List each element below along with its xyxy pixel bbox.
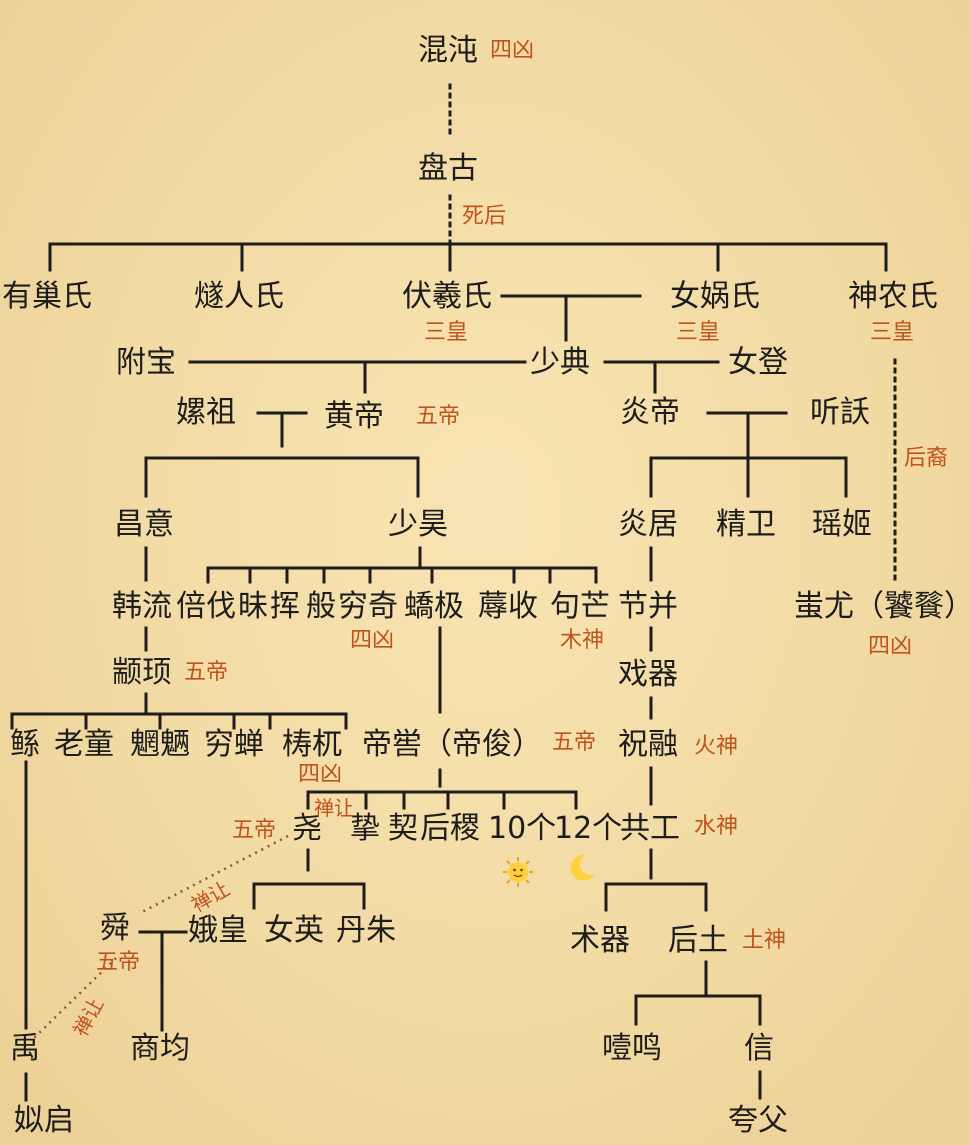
annotation-sanhuang-nuwa: 三皇	[676, 320, 721, 345]
annotation-wudi-huangdi: 五帝	[416, 404, 461, 429]
annotation-sanhuang-fuxi: 三皇	[424, 320, 469, 345]
node-qiongqi: 穷奇	[338, 589, 398, 624]
node-hui: 挥	[270, 589, 300, 624]
node-xin: 信	[744, 1031, 774, 1066]
node-shun: 舜	[100, 911, 130, 946]
node-huangdi: 黄帝	[324, 399, 384, 434]
node-twelve-moons: 12个	[554, 811, 623, 846]
node-gonggong: 共工	[620, 811, 680, 846]
annotation-descendant: 后裔	[904, 446, 949, 471]
node-yaoji: 瑶姬	[812, 507, 872, 542]
node-rushou: 蓐收	[478, 589, 538, 624]
annotation-shuishen: 水神	[694, 814, 739, 839]
sun-emoji-icon	[503, 857, 533, 887]
annotation-wudi-zhuanxu: 五帝	[184, 660, 229, 685]
node-leizu: 嫘祖	[176, 395, 236, 430]
node-hanliu: 韩流	[112, 589, 172, 624]
node-changyi: 昌意	[114, 507, 174, 542]
node-shaohao: 少昊	[388, 507, 448, 542]
node-jiebing: 节并	[618, 589, 678, 624]
node-beifa: 倍伐	[176, 589, 236, 624]
annotation-after-death: 死后	[462, 204, 507, 229]
node-xie: 契	[388, 811, 418, 846]
node-nuwa: 女娲氏	[670, 279, 760, 314]
node-siqi: 姒启	[14, 1103, 74, 1138]
node-hundun: 混沌	[418, 33, 478, 68]
node-gun: 鲧	[10, 727, 40, 762]
node-tingyao: 听訞	[810, 395, 870, 430]
annotation-wudi-diku: 五帝	[552, 730, 597, 755]
node-zhuanxu: 颛顼	[112, 655, 172, 690]
annotation-sixiong-taowu: 四凶	[298, 762, 343, 787]
annotation-abdication-zhi-yao: 禅让	[314, 796, 354, 820]
annotation-sixiong-qiongqi: 四凶	[350, 628, 395, 653]
node-danzhu: 丹朱	[336, 913, 396, 948]
node-shuqi: 术器	[570, 923, 630, 958]
node-jiaoji: 蟜极	[404, 589, 464, 624]
node-nvying: 女英	[264, 913, 324, 948]
node-goumang: 句芒	[550, 589, 610, 624]
node-kuafu: 夸父	[728, 1103, 788, 1138]
annotation-sixiong: 四凶	[490, 38, 535, 63]
annotation-sixiong-chiyou: 四凶	[868, 634, 913, 659]
annotation-mushen: 木神	[560, 628, 605, 653]
annotation-sanhuang-shennong: 三皇	[870, 320, 915, 345]
node-shaodian: 少典	[530, 345, 590, 380]
node-qiongchan: 穷蝉	[204, 727, 264, 762]
node-zhi: 挚	[350, 811, 380, 846]
node-yanju: 炎居	[618, 507, 678, 542]
annotation-huoshen: 火神	[694, 734, 739, 759]
node-jingwei: 精卫	[716, 507, 776, 542]
node-houtu: 后土	[668, 923, 728, 958]
node-mei: 昧	[238, 589, 268, 624]
node-yao: 尧	[292, 811, 322, 846]
node-shangjun: 商均	[130, 1031, 190, 1066]
node-nvdeng: 女登	[728, 345, 788, 380]
node-ehuang: 娥皇	[188, 913, 248, 948]
node-houji: 后稷	[420, 811, 480, 846]
node-ten-suns: 10个	[488, 811, 557, 846]
node-yu: 禹	[10, 1031, 40, 1066]
node-shennong: 神农氏	[848, 279, 938, 314]
node-ban: 般	[306, 589, 336, 624]
annotation-wudi-yao: 五帝	[232, 818, 277, 843]
node-youchao: 有巢氏	[2, 279, 92, 314]
node-taowu: 梼杌	[282, 727, 342, 762]
node-yandi: 炎帝	[620, 395, 680, 430]
node-pangu: 盘古	[418, 151, 478, 186]
annotation-tushen: 土神	[742, 928, 787, 953]
node-chimei: 魍魉	[130, 727, 190, 762]
node-fuxi: 伏羲氏	[402, 279, 492, 314]
shun-yu-abdication-link	[33, 957, 117, 1039]
annotation-wudi-shun: 五帝	[96, 950, 141, 975]
node-laotong: 老童	[54, 727, 114, 762]
node-xiqi: 戏器	[618, 657, 678, 692]
node-chiyou: 蚩尤（饕餮）	[794, 589, 970, 624]
node-yeming: 噎鸣	[602, 1031, 662, 1066]
node-zhurong: 祝融	[618, 727, 678, 762]
node-diku: 帝喾（帝俊）	[362, 727, 542, 762]
node-fubao: 附宝	[116, 345, 176, 380]
crescent-moon-icon	[570, 854, 595, 881]
node-suiren: 燧人氏	[194, 279, 284, 314]
